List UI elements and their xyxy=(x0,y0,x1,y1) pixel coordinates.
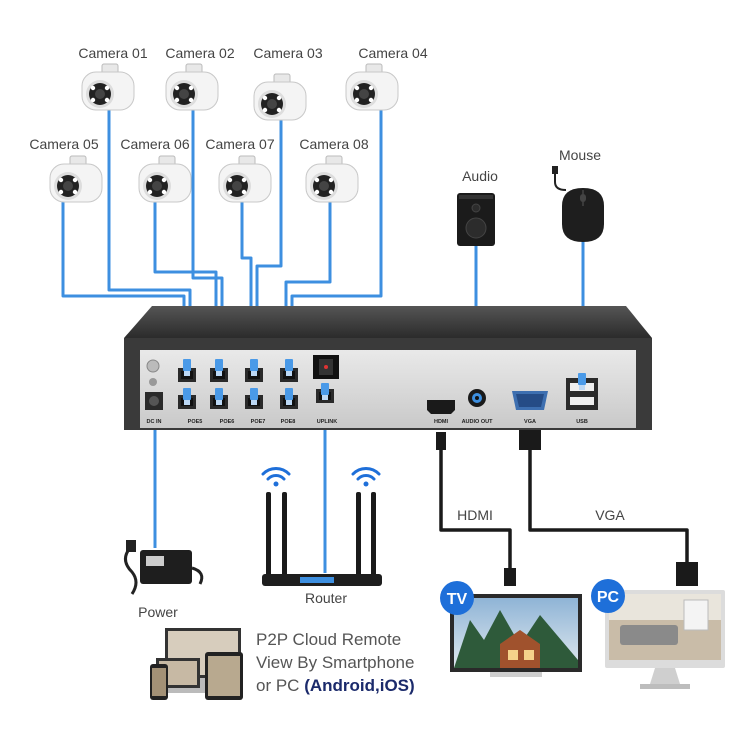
wifi-icon xyxy=(351,466,381,488)
camera-label: Camera 07 xyxy=(205,136,274,152)
camera-05: Camera 05 xyxy=(29,136,103,203)
vga-plug-top xyxy=(519,430,541,450)
poe5-label: POE5 xyxy=(188,419,203,425)
router-label: Router xyxy=(305,590,347,606)
hdmi-port[interactable] xyxy=(427,400,455,414)
p2p-caption: P2P Cloud Remote View By Smartphone or P… xyxy=(256,630,415,695)
tv-badge xyxy=(440,581,474,615)
poe7-label: POE7 xyxy=(251,419,266,425)
nvr-top xyxy=(124,306,652,338)
speaker-icon xyxy=(457,193,495,246)
p2p-line-3: or PC (Android,iOS) xyxy=(256,676,415,695)
audio-label: Audio xyxy=(462,168,498,184)
camera-icon xyxy=(305,155,359,203)
pc-badge xyxy=(591,579,625,613)
pc-monitor: PC xyxy=(591,579,725,689)
camera-label: Camera 06 xyxy=(120,136,189,152)
mouse-icon xyxy=(552,166,604,242)
camera-label: Camera 04 xyxy=(358,45,427,61)
vga-cable xyxy=(528,450,689,562)
tablet-icon xyxy=(205,652,243,700)
p2p-line-3-prefix: or PC xyxy=(256,676,304,695)
power-label: Power xyxy=(138,604,178,620)
audio-out-label: AUDIO OUT xyxy=(462,419,494,425)
camera-label: Camera 01 xyxy=(78,45,147,61)
camera-wires xyxy=(61,66,585,573)
audio-speaker: Audio xyxy=(457,168,498,246)
vga-port-label: VGA xyxy=(524,419,536,425)
wifi-icon xyxy=(261,466,291,488)
ground-screw-icon xyxy=(146,359,160,373)
tv-display: TV xyxy=(440,581,582,677)
p2p-line-2: View By Smartphone xyxy=(256,653,414,672)
camera-07: Camera 07 xyxy=(205,136,275,203)
nvr-back-panel xyxy=(140,350,636,428)
poe8-label: POE8 xyxy=(281,419,296,425)
power-adapter: Power xyxy=(124,540,204,620)
pc-badge-label: PC xyxy=(597,589,620,606)
vga-cable-label: VGA xyxy=(595,507,625,523)
hdmi-cable xyxy=(439,450,512,572)
camera-icon xyxy=(165,63,219,111)
uplink-label: UPLINK xyxy=(317,419,338,425)
camera-label: Camera 05 xyxy=(29,136,98,152)
power-adapter-icon xyxy=(124,540,204,595)
nvr-recorder: DC IN POE5 POE6 POE7 POE8 UPLINK HDMI xyxy=(124,306,652,430)
mouse-device: Mouse xyxy=(552,147,604,242)
tv-badge-label: TV xyxy=(447,591,468,608)
hdmi-cable-label: HDMI xyxy=(457,507,493,523)
router: Router xyxy=(261,466,382,606)
p2p-line-1: P2P Cloud Remote xyxy=(256,630,401,649)
camera-08: Camera 08 xyxy=(299,136,369,203)
camera-icon xyxy=(253,73,307,121)
camera-icon xyxy=(138,155,192,203)
camera-icon xyxy=(49,155,103,203)
camera-label: Camera 08 xyxy=(299,136,368,152)
screw-icon xyxy=(149,378,157,386)
camera-06: Camera 06 xyxy=(120,136,192,203)
hdmi-port-label: HDMI xyxy=(434,419,449,425)
camera-04: Camera 04 xyxy=(345,45,428,111)
poe6-label: POE6 xyxy=(220,419,235,425)
p2p-platforms: (Android,iOS) xyxy=(304,676,414,695)
vga-plug-bottom xyxy=(676,562,698,586)
camera-01: Camera 01 xyxy=(78,45,148,111)
camera-03: Camera 03 xyxy=(253,45,323,121)
camera-label: Camera 03 xyxy=(253,45,322,61)
mouse-label: Mouse xyxy=(559,147,601,163)
usb-label: USB xyxy=(576,419,588,425)
camera-label: Camera 02 xyxy=(165,45,234,61)
video-cables: HDMI VGA xyxy=(436,430,698,586)
camera-icon xyxy=(218,155,272,203)
camera-icon xyxy=(345,63,399,111)
hdmi-plug-bottom xyxy=(504,568,516,586)
dc-in-label: DC IN xyxy=(147,419,162,425)
camera-icon xyxy=(81,63,135,111)
smartphone-icon xyxy=(150,664,168,700)
router-icon xyxy=(262,492,382,586)
camera-02: Camera 02 xyxy=(165,45,235,111)
hdmi-plug-top xyxy=(436,432,446,450)
p2p-devices xyxy=(150,628,243,700)
